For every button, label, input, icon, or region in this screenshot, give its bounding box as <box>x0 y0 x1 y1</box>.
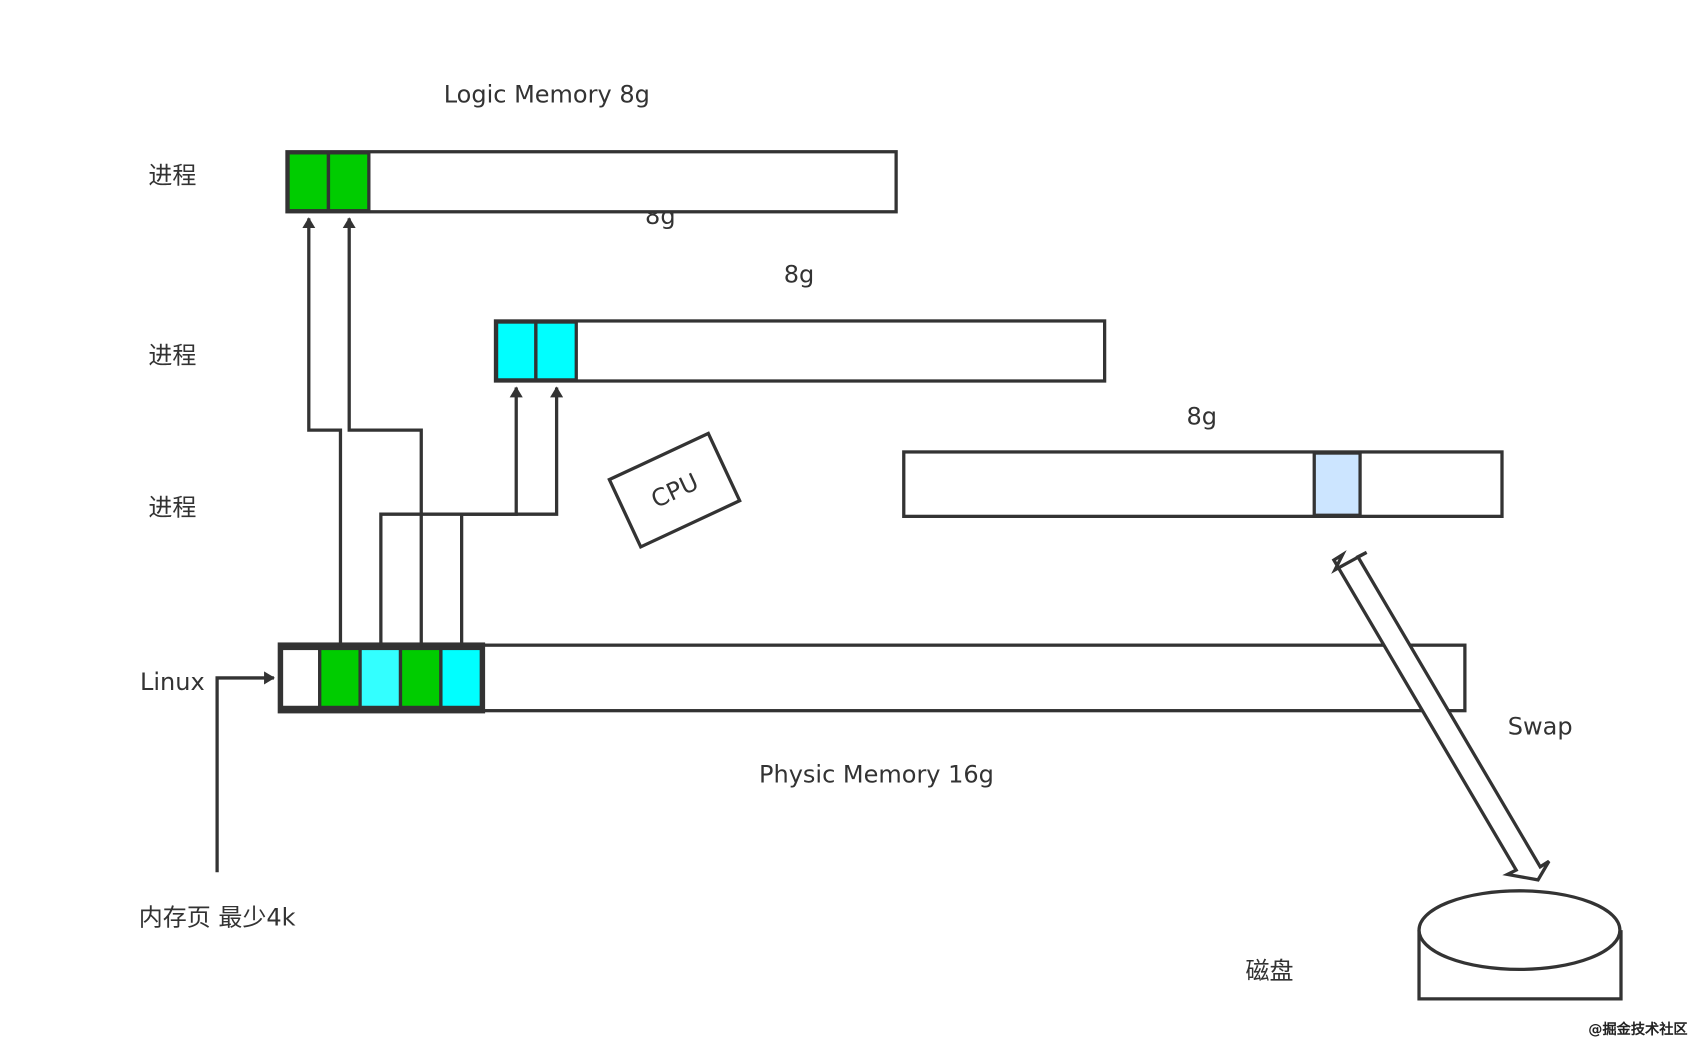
disk-icon <box>1417 889 1623 1001</box>
process-2-page-2 <box>534 320 578 382</box>
mapping-arrow-cyan-2 <box>460 386 564 646</box>
process-2-memory-bar <box>493 319 1107 383</box>
mapping-arrow-green-2 <box>342 217 423 646</box>
page-size-note: 内存页 最少4k <box>139 904 296 932</box>
process-1-memory-bar <box>285 150 898 214</box>
physical-page-green-2 <box>398 646 443 710</box>
physical-page-empty <box>279 646 322 710</box>
process-1-page-2 <box>326 151 371 213</box>
swap-arrow <box>1331 550 1551 882</box>
process-3-bar-outline <box>902 450 1504 518</box>
process-2-page-1 <box>494 320 538 382</box>
swap-label: Swap <box>1508 713 1573 741</box>
swap-double-arrow-icon <box>1331 550 1551 882</box>
process-3-memory-bar <box>902 450 1504 518</box>
watermark: @掘金技术社区 <box>1588 1021 1687 1038</box>
size-label-2: 8g <box>784 261 815 289</box>
size-label-3: 8g <box>1187 403 1218 431</box>
linux-page-arrow <box>215 671 275 873</box>
mapping-arrow-cyan-1 <box>379 386 523 646</box>
process-1-page-1 <box>286 151 331 213</box>
process-label-1: 进程 <box>148 161 196 189</box>
physical-page-cyan-1 <box>358 646 403 710</box>
process-3-swapped-page <box>1312 451 1362 517</box>
linux-label: Linux <box>140 668 205 696</box>
process-2-bar-outline <box>493 319 1107 383</box>
cpu-box: CPU <box>607 431 742 550</box>
mapping-arrow-green-1 <box>302 217 343 646</box>
physical-page-green-1 <box>318 646 362 710</box>
physical-page-cyan-2 <box>439 646 483 710</box>
cpu-box-outline <box>607 431 742 550</box>
process-1-bar-outline <box>285 150 898 214</box>
disk-label: 磁盘 <box>1245 957 1293 985</box>
physical-memory-bar <box>277 642 1467 714</box>
process-label-3: 进程 <box>148 493 196 521</box>
physic-memory-title: Physic Memory 16g <box>759 761 994 789</box>
logic-memory-title: Logic Memory 8g <box>444 81 650 109</box>
disk-top <box>1417 889 1622 972</box>
process-label-2: 进程 <box>148 342 196 370</box>
